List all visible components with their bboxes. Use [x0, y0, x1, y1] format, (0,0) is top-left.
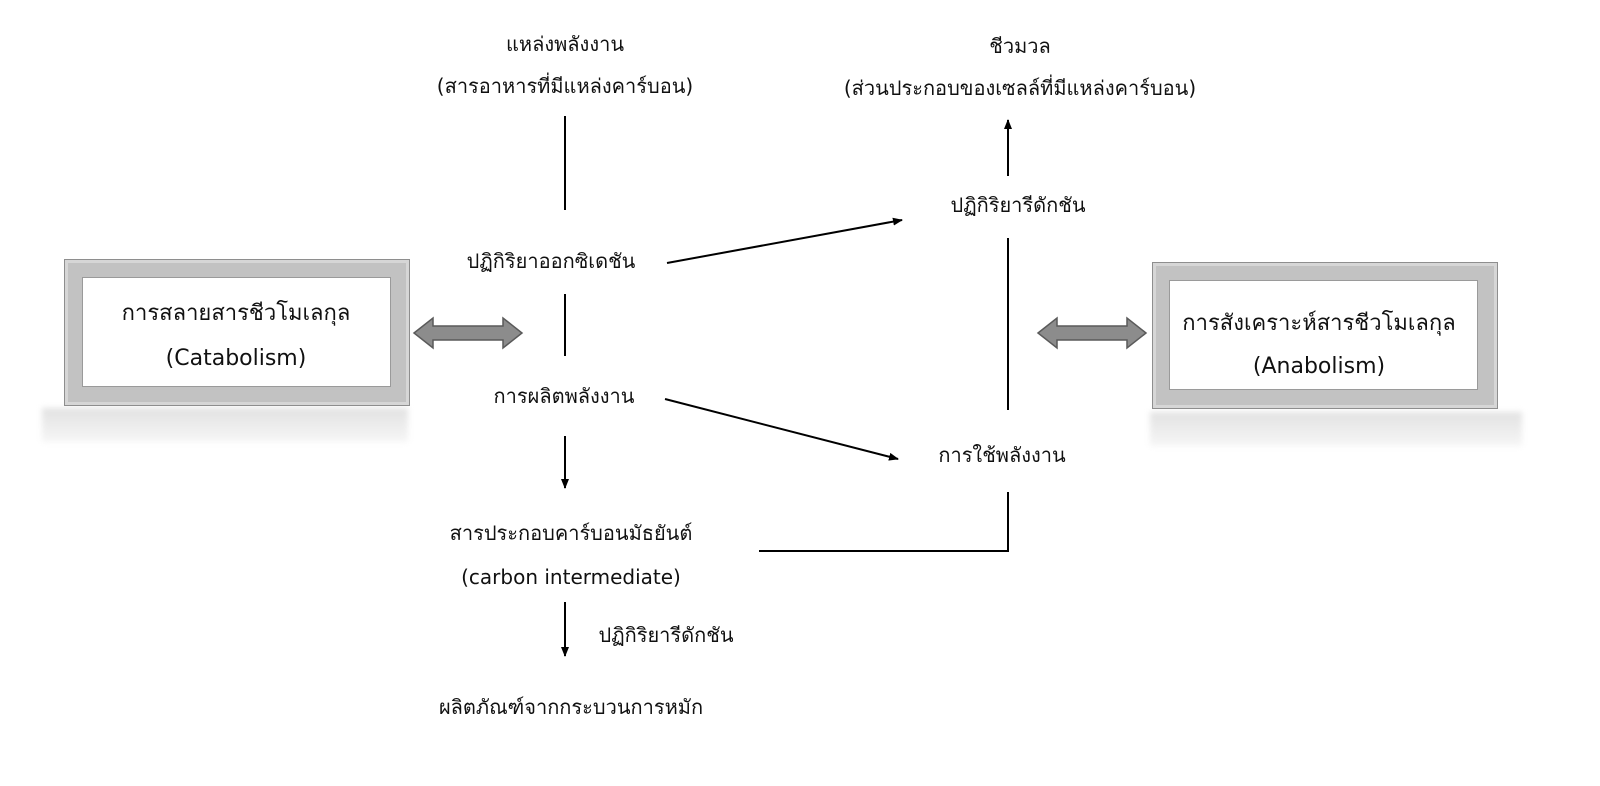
- energy-source-label: แหล่งพลังงาน: [506, 32, 624, 56]
- anabolism-title: การสังเคราะห์สารชีวโมเลกุล: [1182, 311, 1456, 336]
- anabolism-box-reflection: [1150, 412, 1522, 446]
- reduction-top-label: ปฏิกิริยารีดักชัน: [950, 193, 1086, 217]
- biomass-label: ชีวมวล: [989, 34, 1051, 58]
- catabolism-subtitle: (Catabolism): [165, 346, 307, 371]
- intermediate-label: สารประกอบคาร์บอนมัธยันต์: [449, 521, 693, 545]
- double-arrows: [412, 316, 1148, 350]
- line-intermediate-to-energy-use: [759, 492, 1009, 552]
- energy-use-label: การใช้พลังงาน: [938, 443, 1066, 467]
- oxidation-label: ปฏิกิริยาออกซิเดชัน: [466, 249, 636, 273]
- anabolism-box-panel: [1169, 280, 1478, 390]
- energy-production-label: การผลิตพลังงาน: [493, 384, 635, 408]
- double-arrow-catabolism-icon: [412, 316, 524, 350]
- reduction-bottom-label: ปฏิกิริยารีดักชัน: [598, 623, 734, 647]
- fermentation-product-label: ผลิตภัณฑ์จากกระบวนการหมัก: [438, 695, 704, 719]
- energy-source-subtitle: (สารอาหารที่มีแหล่งคาร์บอน): [436, 74, 694, 98]
- arrow-production-to-energy-use: [664, 398, 899, 461]
- anabolism-subtitle: (Anabolism): [1252, 354, 1386, 379]
- arrow-oxidation-to-reduction: [666, 217, 903, 264]
- catabolism-box-panel: [82, 277, 391, 387]
- biomass-subtitle: (ส่วนประกอบของเซลล์ที่มีแหล่งคาร์บอน): [843, 76, 1197, 100]
- catabolism-title: การสลายสารชีวโมเลกุล: [121, 301, 351, 326]
- connector-lines: [561, 116, 1012, 657]
- double-arrow-anabolism-icon: [1036, 316, 1148, 350]
- catabolism-box-reflection: [42, 408, 408, 442]
- intermediate-subtitle: (carbon intermediate): [461, 565, 681, 589]
